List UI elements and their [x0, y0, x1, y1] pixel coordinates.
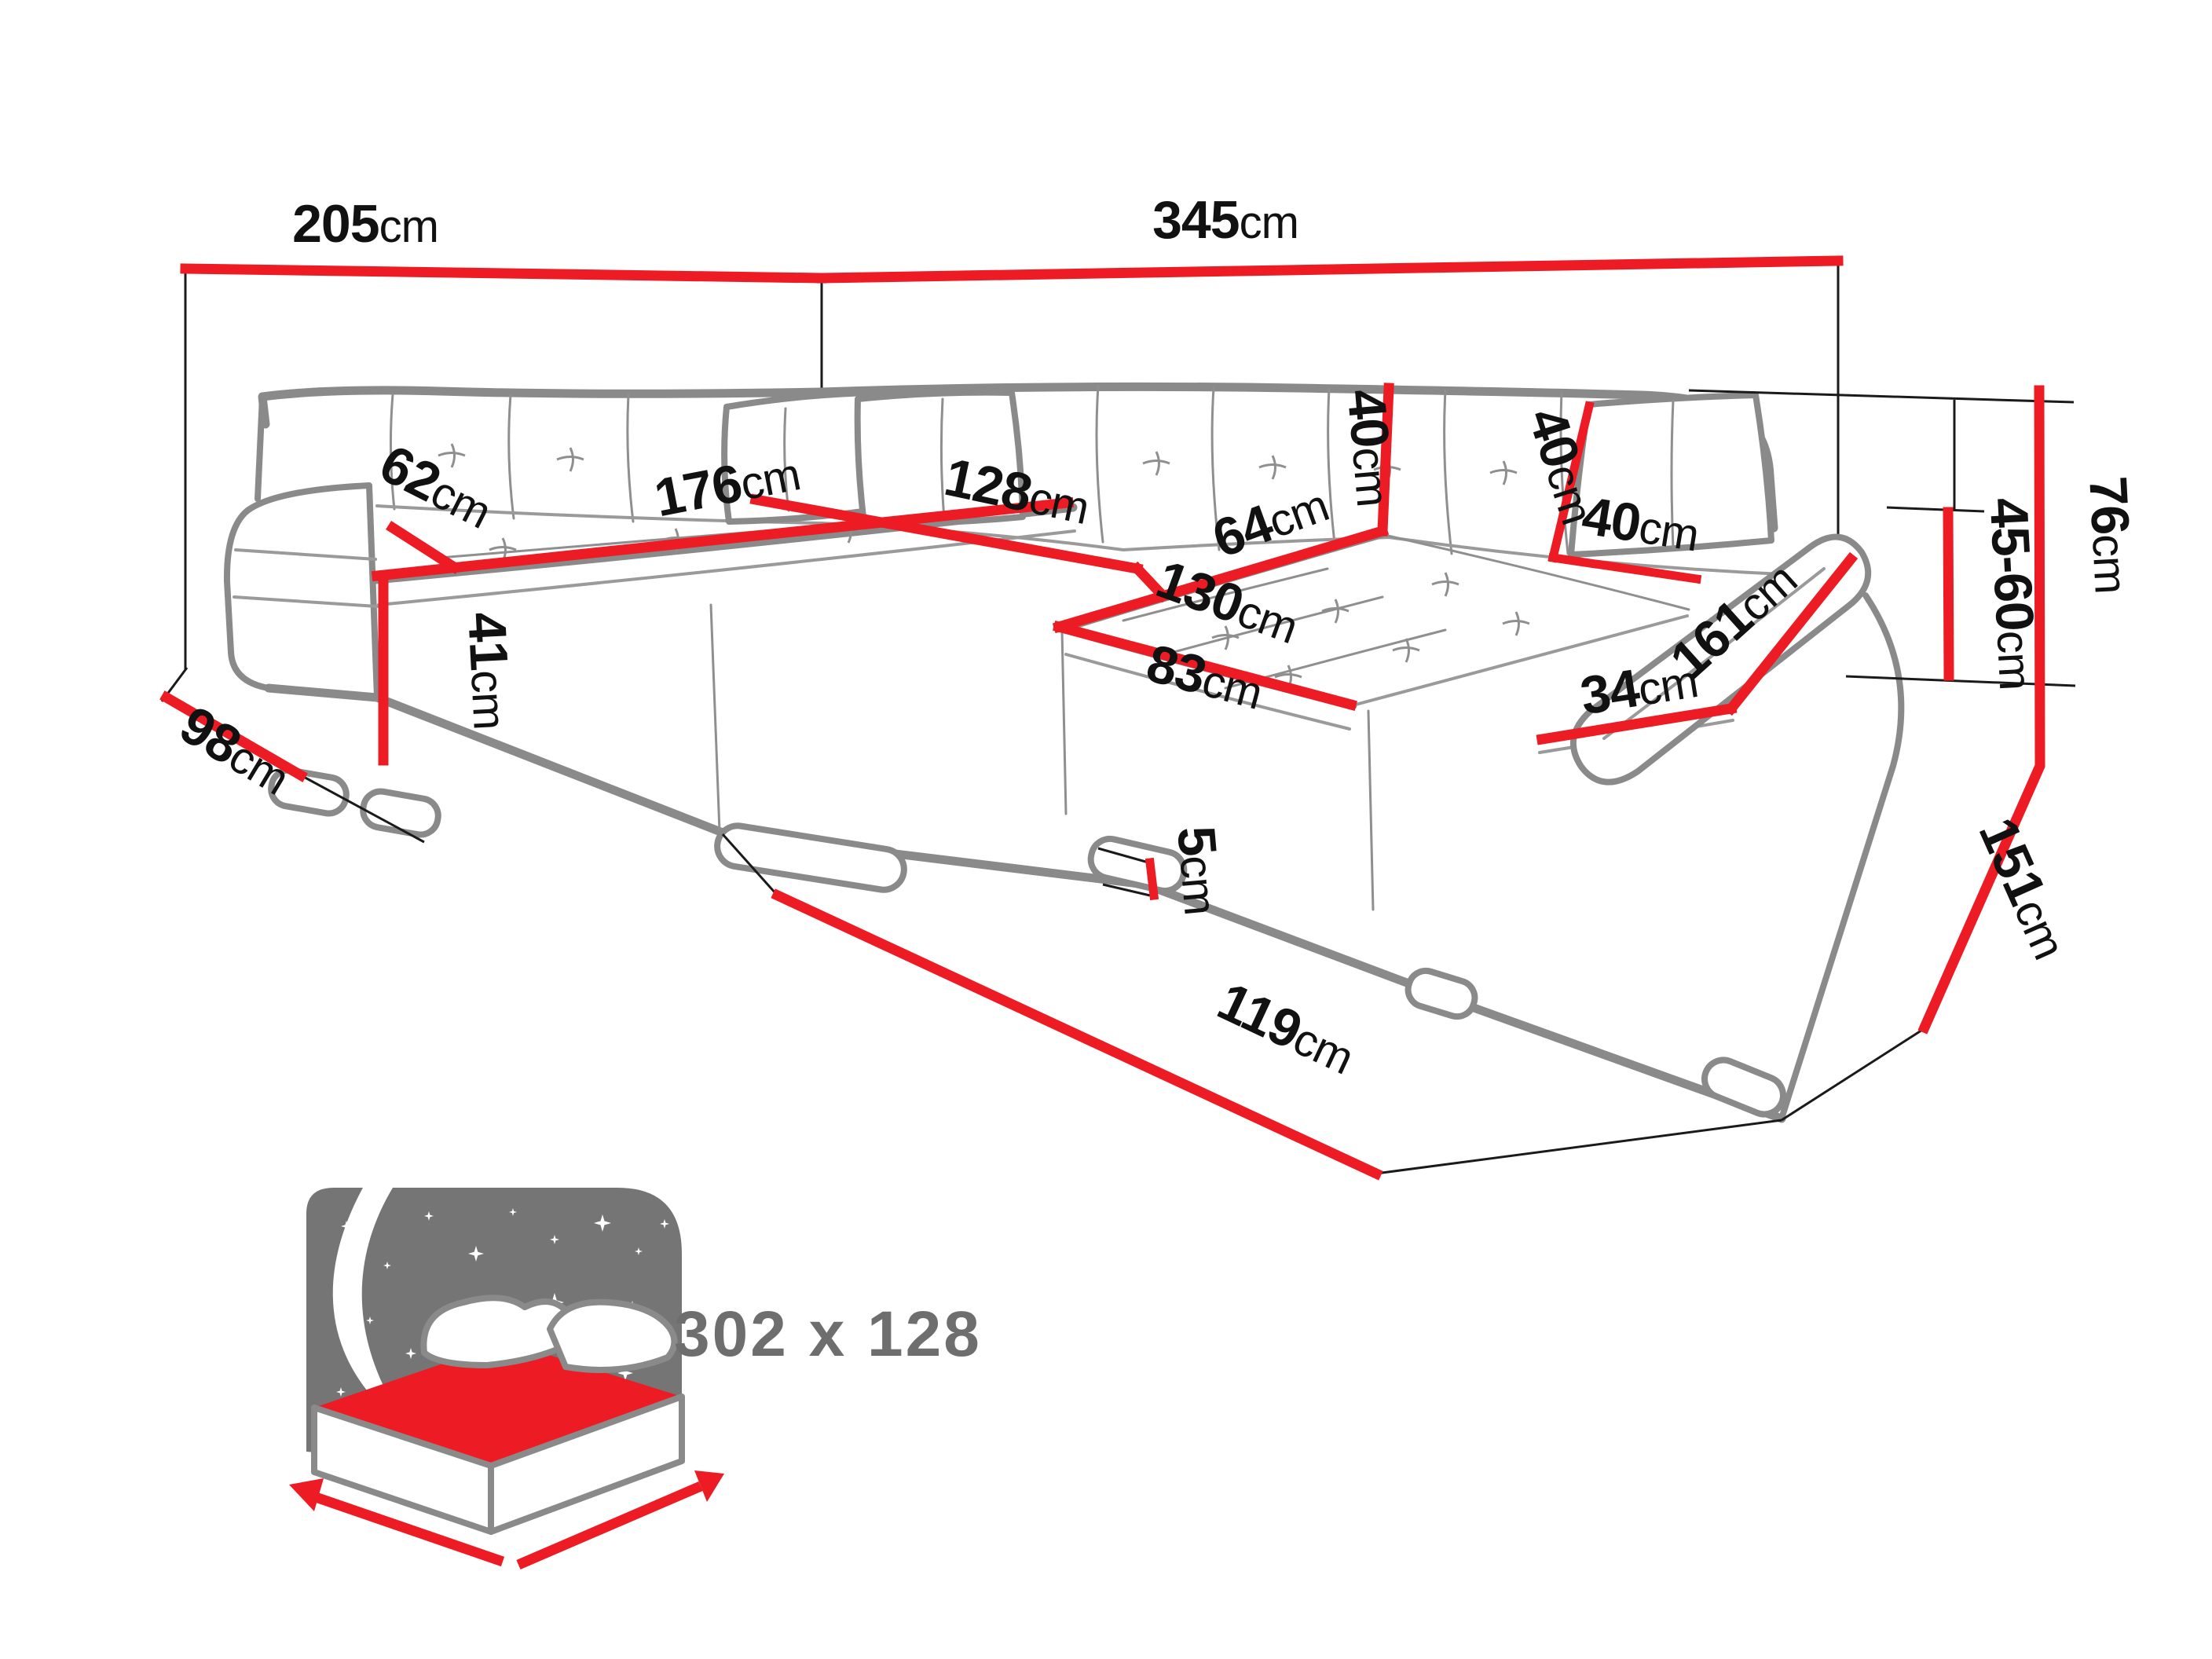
front-face-corner-edges	[709, 603, 1375, 911]
dim-line-161	[1723, 551, 1859, 716]
dim-line-205	[180, 263, 827, 284]
chaise-right-top-edge	[1351, 614, 1689, 707]
dim-line-62	[386, 521, 461, 574]
corner-pillow-right	[854, 389, 1026, 527]
sleeping-area-size-label: 302 x 128	[674, 1298, 982, 1370]
dim-label-205: 205cm	[292, 194, 438, 254]
curtain-swoosh	[332, 1188, 410, 1431]
sofa-bed-icon	[289, 1188, 724, 1569]
dim-label-45-60: 45-60cm	[1979, 496, 2049, 691]
dim-line-130-64	[1052, 524, 1390, 634]
dim-line-40-pillow-width	[1547, 552, 1702, 584]
depth151-extension	[1781, 1026, 1927, 1122]
left-end-piece	[223, 482, 380, 701]
leg	[360, 788, 441, 838]
backrest-left-edge	[255, 394, 266, 502]
dimension-lines	[159, 255, 2045, 1181]
bed-base-right-face	[488, 1393, 685, 1535]
base-bottom-edge	[264, 683, 1786, 1123]
dim-label-5: 5cm	[1166, 824, 1232, 917]
left-end-lip-lines	[233, 548, 379, 608]
dim-line-34	[1536, 702, 1738, 745]
backrest-tufting-seams	[389, 385, 1633, 555]
armrest-lip-line	[1602, 567, 1826, 740]
leg	[1404, 967, 1478, 1020]
dim-label-83: 83cm	[1141, 633, 1269, 721]
width119-left-extension	[721, 833, 778, 895]
right-pillow-fold	[1670, 399, 1675, 550]
bed-size-arrows	[289, 1470, 724, 1569]
sofa-legs	[268, 767, 1786, 1118]
chaise-back-edge	[1379, 533, 1690, 611]
dimension-labels: 205cm 345cm 62cm 176cm 41cm 98cm 128cm 6…	[170, 190, 2144, 1086]
dim-label-76: 76cm	[2078, 474, 2144, 595]
dim-label-40-pillow-width: 40cm	[1578, 485, 1703, 562]
leg	[714, 822, 907, 893]
dim-line-45-60	[1943, 507, 1954, 681]
right-side-outer-edge	[1778, 592, 1905, 1122]
dim-line-128	[749, 493, 1144, 575]
dim-label-345: 345cm	[1152, 190, 1298, 250]
dim-line-76-151	[1917, 385, 2045, 1035]
bed-pillow-right	[547, 1298, 678, 1373]
dim-line-5	[1144, 857, 1159, 901]
dim-line-40-pillow-height	[1547, 401, 1595, 563]
chaise-front-lip-line	[1064, 653, 1351, 731]
dim-label-34: 34cm	[1577, 649, 1701, 726]
leg	[1701, 1057, 1786, 1118]
corner-pillow-folds	[783, 397, 946, 520]
depth98-lower-extension	[300, 774, 425, 844]
dim-line-40-backrest	[1377, 383, 1394, 537]
clearance5-top-extension	[1097, 847, 1149, 864]
dim-line-345	[816, 255, 1844, 284]
dim-label-40-backrest: 40cm	[1336, 386, 1406, 508]
dim-line-98	[159, 690, 308, 782]
height-top-extension-line	[1688, 389, 2075, 404]
dim-line-119	[771, 888, 1383, 1181]
dim-line-83	[1053, 621, 1357, 711]
armrest-top-extension-line	[1886, 506, 1985, 513]
dim-label-119: 119cm	[1209, 971, 1364, 1086]
bed-pillow-left	[420, 1295, 586, 1368]
dim-label-41: 41cm	[456, 610, 522, 731]
dim-line-128-tick	[1130, 561, 1170, 603]
dim-line-176	[371, 496, 1075, 582]
clearance5-bottom-extension	[1102, 883, 1151, 897]
dim-label-176: 176cm	[650, 441, 804, 528]
width119-right-extension	[1375, 1119, 1782, 1175]
